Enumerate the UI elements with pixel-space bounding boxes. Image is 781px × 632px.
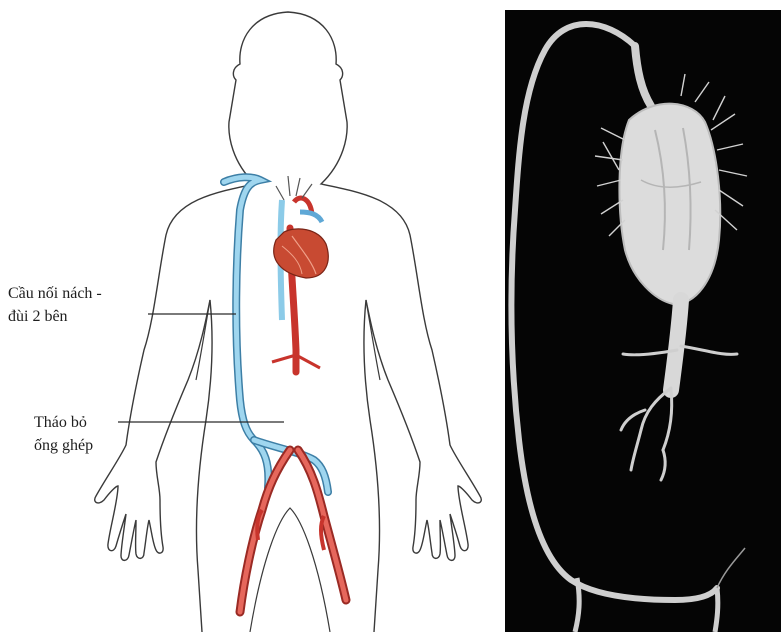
- graft-removal-annotation: Tháo bỏ ống ghép: [34, 411, 93, 457]
- graft-removal-annotation-line2: ống ghép: [34, 434, 93, 457]
- left-arm-inner: [196, 300, 210, 380]
- bypass-annotation-line2: đùi 2 bên: [8, 305, 102, 328]
- ct-descending-aorta: [671, 300, 681, 390]
- body-outline: [229, 12, 481, 632]
- bypass-annotation: Cầu nối nách - đùi 2 bên: [8, 282, 102, 328]
- bypass-annotation-line1: Cầu nối nách -: [8, 282, 102, 305]
- femoral-arteries: [240, 450, 346, 612]
- graft-removal-annotation-line1: Tháo bỏ: [34, 411, 93, 434]
- body-outline-left: [95, 184, 255, 632]
- neck-vessels: [276, 176, 312, 200]
- pulmonary-branch: [300, 212, 322, 222]
- ct-angiography-image: [505, 10, 781, 632]
- right-arm-inner: [366, 300, 380, 380]
- axillo-femoral-graft: [224, 177, 328, 492]
- ct-heart: [619, 104, 720, 304]
- crotch-line: [250, 508, 330, 632]
